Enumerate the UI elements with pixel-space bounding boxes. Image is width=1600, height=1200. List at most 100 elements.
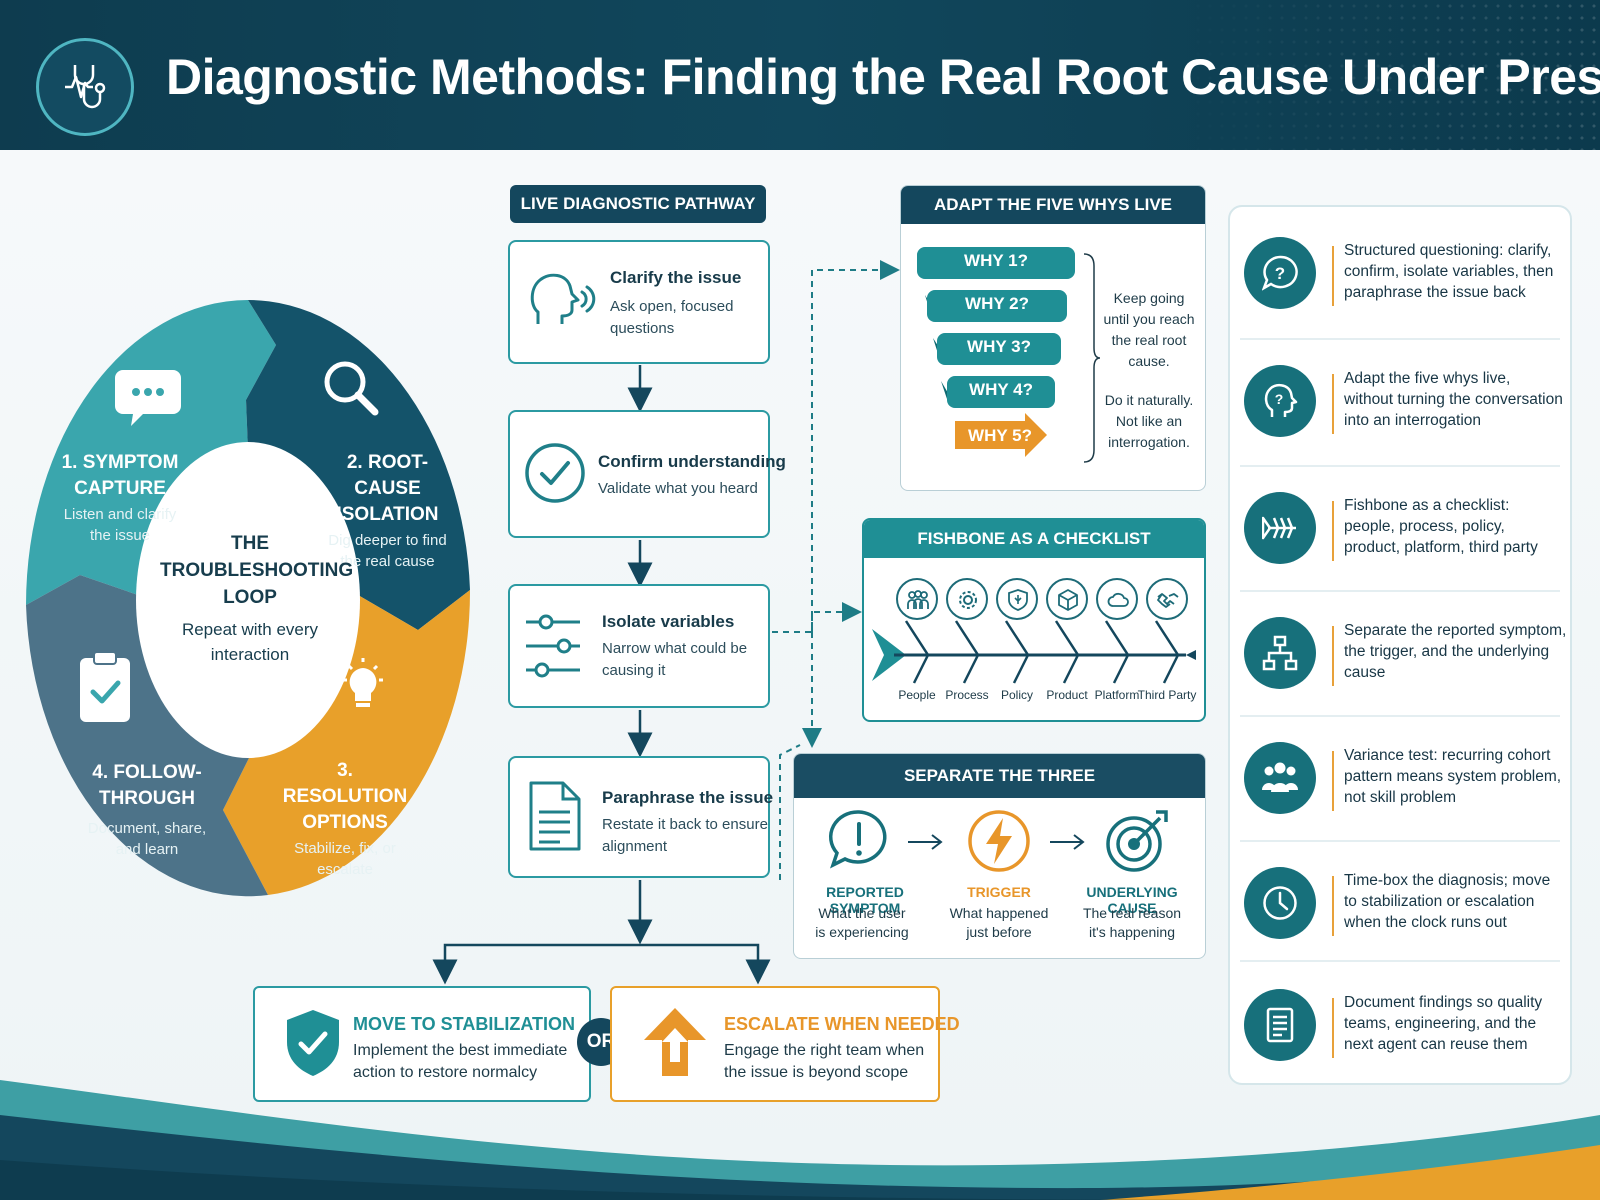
why-3: WHY 3? bbox=[967, 337, 1031, 356]
tip-text: Fishbone as a checklist: people, process… bbox=[1344, 495, 1570, 558]
note-line: until you reach bbox=[1103, 311, 1195, 327]
step-desc: alignment bbox=[602, 838, 668, 855]
why-1: WHY 1? bbox=[964, 251, 1028, 270]
loop-step-title: CAPTURE bbox=[74, 478, 166, 499]
three-desc: is experiencing bbox=[815, 924, 909, 940]
head-question-icon: ? bbox=[1244, 365, 1316, 437]
outcome-title: MOVE TO STABILIZATION bbox=[353, 1014, 575, 1034]
accent-bar bbox=[1332, 751, 1334, 811]
three-title-cause: UNDERLYING CAUSE bbox=[1086, 884, 1178, 916]
step-desc: Narrow what could be bbox=[602, 640, 748, 657]
note-line: cause. bbox=[1128, 353, 1170, 369]
gear-icon bbox=[946, 578, 988, 620]
tip-line: Document findings so quality bbox=[1344, 994, 1543, 1011]
step-title: Clarify the issue bbox=[610, 268, 742, 287]
tip-line: without turning the conversation bbox=[1344, 391, 1563, 408]
divider bbox=[1240, 338, 1560, 340]
tip-text: Document findings so quality teams, engi… bbox=[1344, 992, 1570, 1055]
tip-line: Structured questioning: clarify, bbox=[1344, 242, 1552, 259]
loop-step-desc: Dig deeper to find bbox=[328, 532, 447, 549]
tip-line: confirm, isolate variables, then bbox=[1344, 263, 1554, 280]
tip-line: Separate the reported symptom, bbox=[1344, 622, 1567, 639]
note-line: interrogation. bbox=[1108, 434, 1190, 450]
arrow-right-icon bbox=[1050, 834, 1085, 850]
handshake-icon bbox=[1146, 578, 1188, 620]
tip-item: Separate the reported symptom, the trigg… bbox=[1228, 590, 1572, 715]
loop-segment-resolution bbox=[223, 590, 471, 895]
step-desc: causing it bbox=[602, 662, 666, 679]
step-desc: Ask open, focused bbox=[610, 298, 734, 315]
accent-bar bbox=[1332, 998, 1334, 1058]
loop-segment-follow-through bbox=[26, 575, 268, 897]
tip-line: teams, engineering, and the bbox=[1344, 1015, 1537, 1032]
group-icon bbox=[1244, 742, 1316, 814]
loop-center-title: TROUBLESHOOTING bbox=[160, 560, 354, 581]
lightbulb-icon bbox=[343, 658, 383, 707]
clipboard-check-icon bbox=[80, 651, 130, 722]
note-line: the real root bbox=[1111, 332, 1187, 348]
fishbone-label-platform: Platform bbox=[1094, 688, 1140, 702]
note-line: Do it naturally. bbox=[1104, 392, 1194, 408]
note-line: Not like an bbox=[1115, 413, 1183, 429]
shield-check-icon bbox=[287, 1010, 339, 1076]
cube-icon bbox=[1046, 578, 1088, 620]
outcome-desc: Implement the best immediate bbox=[353, 1042, 568, 1059]
tip-text: Time-box the diagnosis; move to stabiliz… bbox=[1344, 870, 1570, 933]
three-desc: What happened bbox=[949, 905, 1049, 921]
loop-step-title: 2. ROOT-CAUSE bbox=[346, 452, 429, 499]
tip-line: people, process, policy, bbox=[1344, 518, 1505, 535]
troubleshooting-loop-ring bbox=[26, 299, 471, 897]
svg-text:?: ? bbox=[1275, 264, 1285, 283]
step-desc: Validate what you heard bbox=[598, 480, 758, 497]
tip-line: pattern means system problem, bbox=[1344, 768, 1562, 785]
header-dot-pattern bbox=[1180, 0, 1600, 150]
three-desc: just before bbox=[966, 924, 1032, 940]
outcome-title: ESCALATE WHEN NEEDED bbox=[724, 1014, 960, 1034]
divider bbox=[1240, 840, 1560, 842]
tip-line: the trigger, and the underlying bbox=[1344, 643, 1550, 660]
tip-item: Variance test: recurring cohort pattern … bbox=[1228, 715, 1572, 840]
clock-icon bbox=[1244, 867, 1316, 939]
tip-item: Fishbone as a checklist: people, process… bbox=[1228, 465, 1572, 590]
fishbone-label-product: Product bbox=[1046, 688, 1088, 702]
tip-line: paraphrase the issue back bbox=[1344, 284, 1526, 301]
tip-line: when the clock runs out bbox=[1344, 914, 1507, 931]
loop-center-subtitle: Repeat with every bbox=[181, 620, 319, 639]
tip-line: Variance test: recurring cohort bbox=[1344, 747, 1551, 764]
separate-three-title: SEPARATE THE THREE bbox=[794, 754, 1205, 798]
tip-item: Time-box the diagnosis; move to stabiliz… bbox=[1228, 840, 1572, 965]
why-4: WHY 4? bbox=[969, 380, 1033, 399]
stethoscope-icon bbox=[36, 38, 134, 136]
loop-center-title: LOOP bbox=[223, 587, 277, 608]
three-desc: The real reason bbox=[1082, 905, 1182, 921]
loop-step-title: ISOLATION bbox=[336, 504, 439, 525]
tip-line: cause bbox=[1344, 664, 1386, 681]
three-desc: it's happening bbox=[1089, 924, 1175, 940]
outcome-desc: the issue is beyond scope bbox=[724, 1064, 909, 1081]
tip-text: Structured questioning: clarify, confirm… bbox=[1344, 240, 1570, 303]
why-5: WHY 5? bbox=[968, 426, 1032, 445]
fishbone-icon bbox=[1244, 492, 1316, 564]
tip-line: Adapt the five whys live, bbox=[1344, 370, 1511, 387]
divider bbox=[1240, 465, 1560, 467]
loop-step-title: 4. FOLLOW-THROUGH bbox=[92, 762, 202, 809]
fishbone-title: FISHBONE AS A CHECKLIST bbox=[864, 520, 1204, 558]
why-2: WHY 2? bbox=[965, 294, 1029, 313]
loop-step-desc: and learn bbox=[115, 841, 179, 858]
fishbone-label-process: Process bbox=[945, 688, 989, 702]
tip-line: Time-box the diagnosis; move bbox=[1344, 872, 1551, 889]
separate-three-panel: SEPARATE THE THREE bbox=[793, 753, 1206, 959]
accent-bar bbox=[1332, 876, 1334, 936]
header-banner: Diagnostic Methods: Finding the Real Roo… bbox=[0, 0, 1600, 150]
loop-center-title: THE bbox=[231, 533, 269, 554]
five-whys-note-1: Keep going until you reach the real root… bbox=[1098, 288, 1200, 372]
three-desc: What the user bbox=[818, 905, 906, 921]
outcome-desc: Engage the right team when bbox=[724, 1042, 925, 1059]
five-whys-note-2: Do it naturally. Not like an interrogati… bbox=[1098, 390, 1200, 453]
outcome-desc: action to restore normalcy bbox=[353, 1064, 538, 1081]
loop-step-title: OPTIONS bbox=[302, 812, 388, 833]
loop-step-desc: escalate bbox=[317, 861, 373, 878]
pathway-step-paraphrase: Paraphrase the issue Restate it back to … bbox=[508, 756, 773, 878]
tip-line: not skill problem bbox=[1344, 789, 1456, 806]
fishbone-panel: FISHBONE AS A CHECKLIST bbox=[862, 518, 1206, 722]
